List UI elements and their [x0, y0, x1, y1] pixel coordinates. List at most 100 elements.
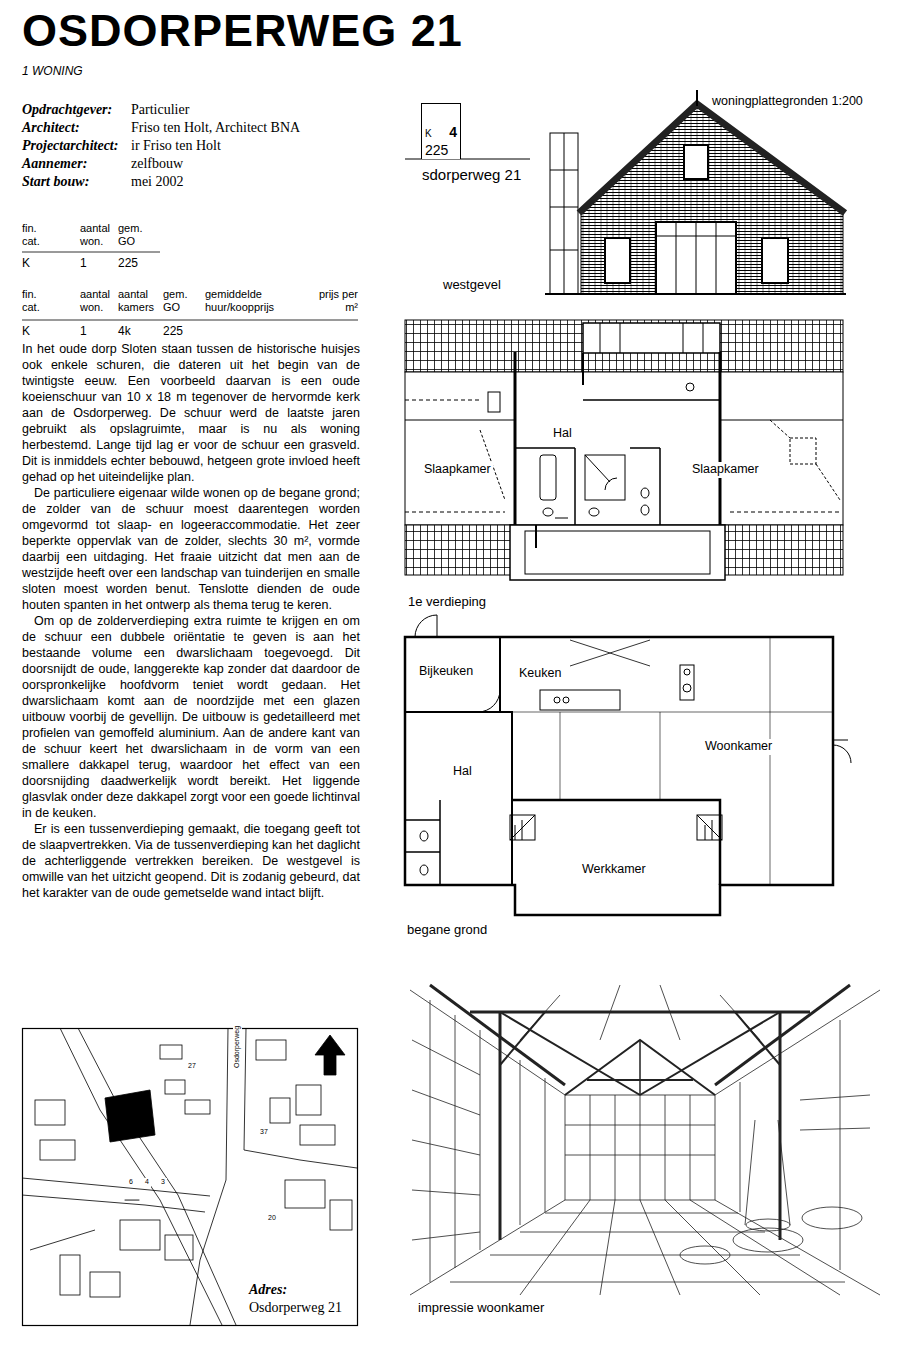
drawing-caption: westgevel: [443, 277, 501, 293]
living-room-sketch-part: [640, 1200, 680, 1295]
location-map-part: [60, 1028, 222, 1325]
living-room-sketch-part: [412, 1232, 480, 1240]
field-key: Projectarchitect:: [22, 137, 118, 155]
first-floor-plan-part: [405, 320, 843, 372]
key-label: sdorperweg 21: [422, 166, 521, 185]
ground-floor-plan-part: [833, 740, 851, 763]
field-key: Opdrachtgever:: [22, 101, 112, 119]
living-room-sketch-part: [665, 1095, 666, 1200]
first-floor-plan-part: [641, 488, 649, 498]
location-map-part: [315, 1035, 345, 1075]
body-paragraph: Om op de zolderverdieping extra ruimte t…: [22, 613, 360, 821]
first-floor-plan-part: [405, 372, 843, 525]
ground-floor-plan-part: [697, 815, 722, 840]
field-value: zelfbouw: [131, 155, 183, 173]
field-key: Architect:: [22, 119, 80, 137]
key-box: K4225: [421, 103, 461, 159]
table-cell: 1: [80, 256, 87, 271]
first-floor-plan-part: [510, 525, 725, 580]
living-room-sketch: [410, 985, 880, 1295]
key-row: K4: [425, 124, 457, 142]
first-floor-plan-part: [659, 448, 661, 525]
body-paragraph: Er is een tussenverdieping gemaakt, die …: [22, 821, 360, 901]
table-cell: 1: [80, 324, 87, 339]
ground-floor-plan-part: [660, 712, 661, 800]
location-map-part: [23, 1029, 358, 1326]
location-map-part: [160, 1045, 182, 1059]
ground-floor-plan-part: [439, 800, 441, 885]
page-title: OSDORPERWEG 21: [22, 8, 463, 53]
first-floor-plan-part: [605, 478, 617, 490]
living-room-sketch-part: [639, 1040, 641, 1095]
drawing-caption: impressie woonkamer: [416, 1300, 546, 1316]
first-floor-plan-part: [703, 323, 704, 353]
living-room-sketch-part: [660, 985, 680, 1040]
room-label: Hal: [551, 426, 574, 442]
west-elevation-part: [564, 133, 565, 294]
first-floor-plan-part: [600, 323, 601, 353]
west-elevation-part: [676, 222, 677, 294]
location-map-part: [270, 1098, 290, 1123]
location-map-part: [296, 1085, 321, 1115]
location-map-part: [78, 1028, 236, 1325]
living-room-sketch-part: [450, 1282, 845, 1283]
ground-floor-plan-part: [697, 815, 722, 840]
living-room-sketch-part: [740, 1082, 741, 1212]
living-room-sketch-part: [590, 1095, 591, 1200]
living-room-sketch-part: [455, 1015, 456, 1268]
first-floor-plan-part: [585, 455, 625, 500]
table-header: aantal kamers: [118, 288, 160, 313]
living-room-sketch-part: [430, 1000, 431, 1282]
address-key: Adres:: [249, 1281, 287, 1299]
location-map-part: [22, 1178, 210, 1196]
map-label: 4: [143, 1178, 151, 1187]
room-label: Slaapkamer: [422, 462, 493, 478]
living-room-sketch-part: [733, 1228, 803, 1252]
first-floor-plan-part: [405, 400, 480, 401]
room-label: Slaapkamer: [690, 462, 761, 478]
ground-floor-plan-part: [512, 712, 833, 713]
ground-floor-plan-part: [500, 712, 512, 885]
west-elevation-part: [550, 170, 578, 171]
living-room-sketch-part: [470, 1011, 810, 1014]
ground-floor-plan-part: [563, 697, 569, 703]
living-room-sketch-part: [520, 1200, 590, 1295]
living-room-sketch-part: [746, 1219, 790, 1231]
living-room-sketch-part: [565, 1155, 715, 1156]
field-value: Particulier: [131, 101, 189, 119]
living-room-sketch-part: [640, 1012, 780, 1095]
living-room-sketch-part: [715, 1200, 880, 1295]
room-label: Bijkeuken: [417, 664, 475, 680]
room-label: Werkkamer: [580, 862, 648, 878]
table-rules: [22, 252, 358, 320]
ground-floor-plan-part: [405, 637, 500, 712]
table-header: fin. cat.: [22, 288, 52, 313]
living-room-sketch-part: [745, 1120, 755, 1225]
living-room-sketch-part: [778, 1120, 790, 1225]
location-map-part: [90, 1272, 120, 1297]
ground-floor-plan-part: [570, 640, 650, 666]
field-value: ir Friso ten Holt: [131, 137, 221, 155]
living-room-sketch-part: [565, 1095, 715, 1200]
first-floor-plan-part: [585, 455, 610, 482]
living-room-sketch-part: [412, 1190, 480, 1195]
first-floor-plan-part: [816, 464, 840, 500]
location-map-part: [165, 1235, 193, 1260]
living-room-sketch-part: [640, 1095, 641, 1200]
living-room-sketch-part: [715, 985, 850, 1085]
body-text: In het oude dorp Sloten staan tussen de …: [22, 341, 360, 901]
ground-floor-plan-part: [405, 637, 833, 915]
table-header: aantal won.: [80, 288, 116, 313]
living-room-sketch-part: [800, 1128, 870, 1130]
table-header: gemiddelde huur/koopprijs: [205, 288, 300, 313]
field-value: Friso ten Holt, Architect BNA: [131, 119, 300, 137]
location-map-part: [35, 1100, 65, 1125]
first-floor-plan-part: [540, 455, 556, 500]
west-elevation-part: [716, 222, 717, 294]
living-room-sketch-part: [520, 995, 560, 1040]
category-letter: K: [425, 126, 432, 142]
field-key: Aannemer:: [22, 155, 87, 173]
table-header: gem. GO: [163, 288, 193, 313]
ground-floor-plan-part: [415, 615, 437, 637]
table-header: fin. cat.: [22, 222, 52, 247]
